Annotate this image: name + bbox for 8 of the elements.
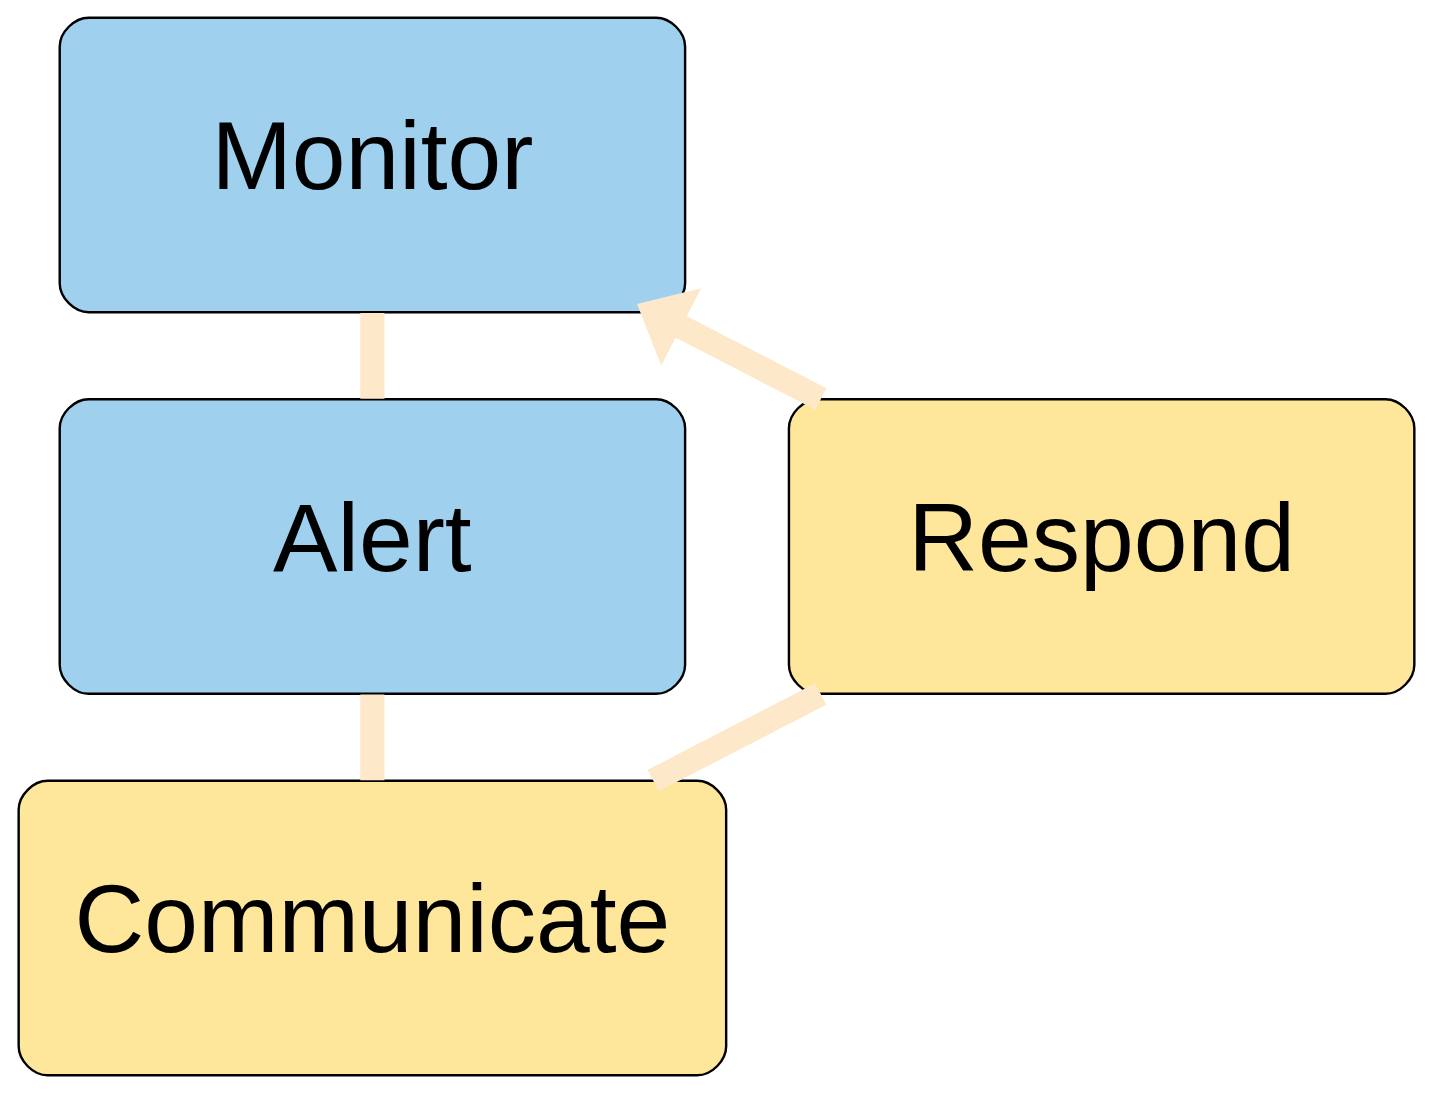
- arrow: [636, 288, 826, 410]
- node-box: Respond: [787, 398, 1416, 695]
- connector: [647, 683, 826, 792]
- node-box: Alert: [58, 398, 686, 695]
- connector: [359, 313, 384, 399]
- node-box: Monitor: [58, 16, 686, 314]
- connector: [359, 694, 384, 781]
- node-box: Communicate: [16, 779, 727, 1077]
